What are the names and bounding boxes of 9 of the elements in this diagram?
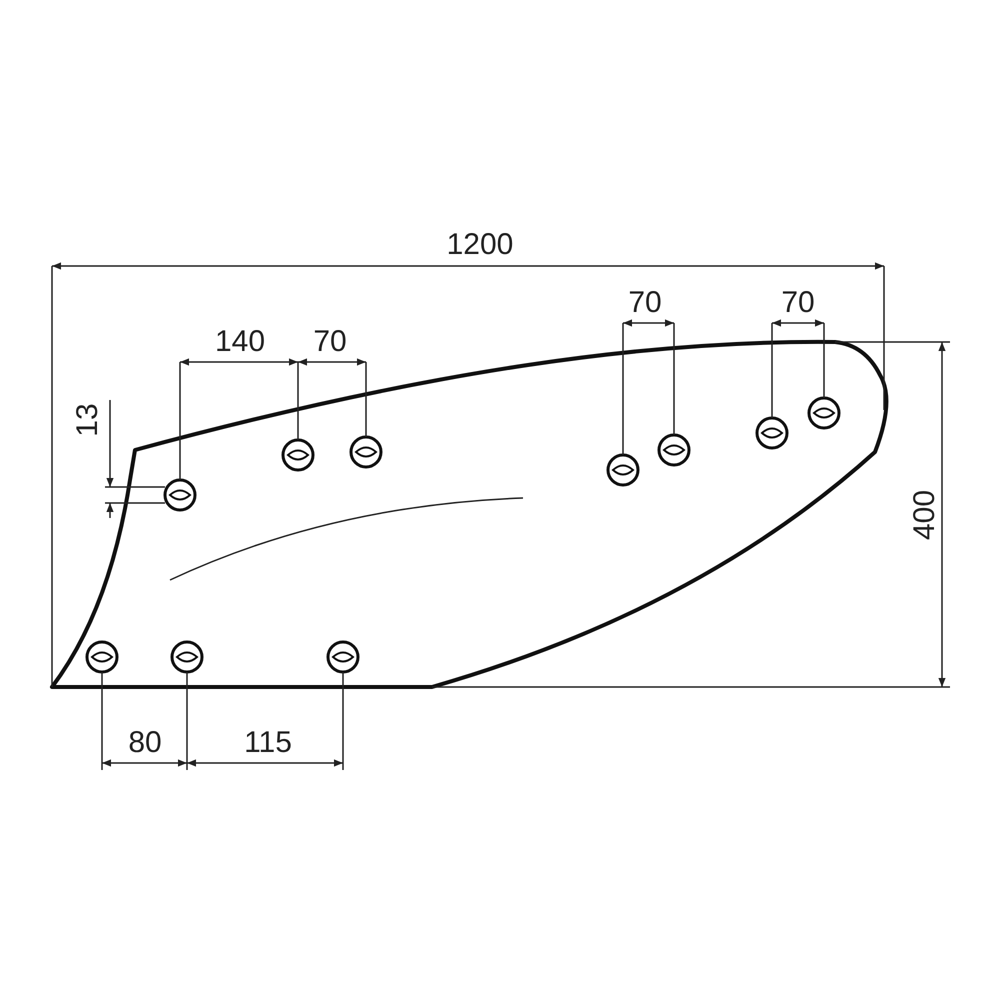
dimension-value: 70 [781,288,815,318]
dimension-value: 70 [628,288,662,318]
dimension-value: 70 [313,327,347,357]
dimension-value: 140 [214,327,266,357]
dimension-value: 13 [73,403,103,437]
dimension-value: 115 [244,728,292,758]
dimension-value: 80 [128,728,162,758]
dimension-value: 1200 [446,230,514,260]
dimension-value: 400 [910,490,940,540]
